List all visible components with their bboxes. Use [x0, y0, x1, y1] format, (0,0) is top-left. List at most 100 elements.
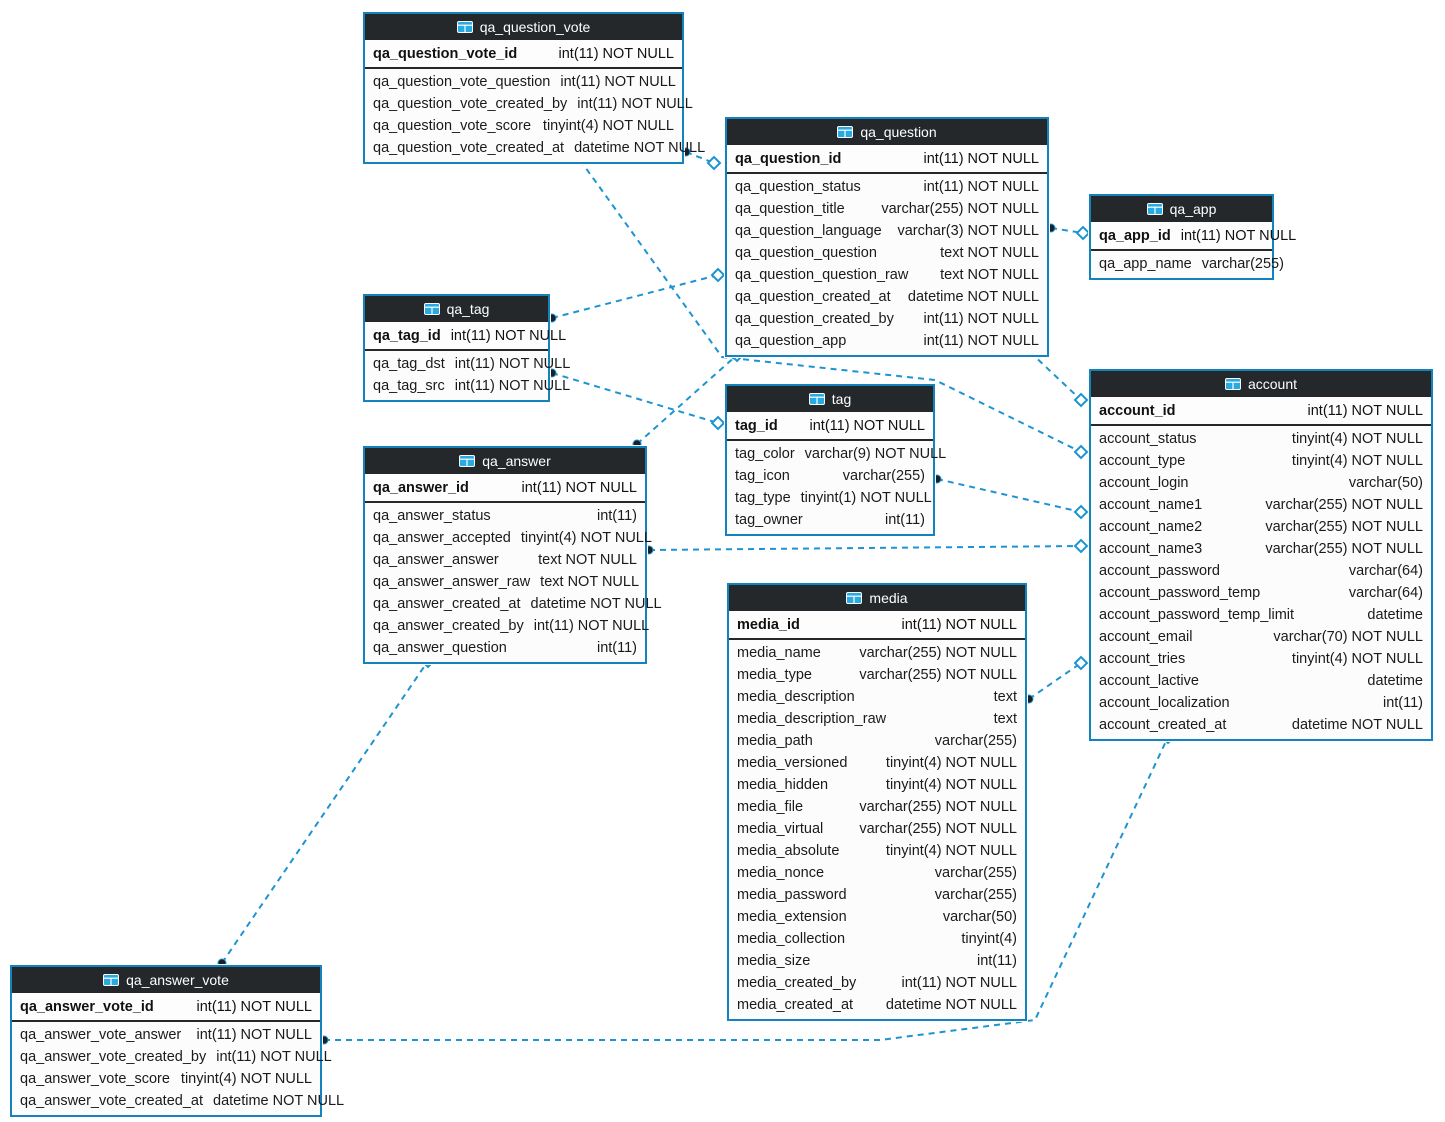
table-header[interactable]: qa_tag: [365, 296, 548, 322]
relationship-line[interactable]: [648, 545, 1082, 551]
relationship-tag-account[interactable]: [932, 474, 1089, 520]
relationship-qa_tag-qa_question[interactable]: [547, 267, 726, 323]
table-header[interactable]: qa_question_vote: [365, 14, 682, 40]
table-header[interactable]: qa_answer_vote: [12, 967, 320, 993]
relationship-line[interactable]: [1028, 662, 1082, 700]
relationship-line[interactable]: [324, 736, 1169, 1041]
table-header[interactable]: account: [1091, 371, 1431, 397]
relationship-line[interactable]: [551, 372, 719, 424]
table-header[interactable]: media: [729, 585, 1025, 611]
relationship-line[interactable]: [221, 660, 429, 964]
relationship-line[interactable]: [636, 354, 738, 445]
table-header[interactable]: qa_answer: [365, 448, 645, 474]
relationship-qa_tag-tag[interactable]: [547, 368, 726, 431]
relationship-qa_question-qa_app[interactable]: [1046, 223, 1091, 241]
relationship-line[interactable]: [936, 478, 1082, 513]
table-header[interactable]: tag: [727, 386, 933, 412]
relationship-media-account[interactable]: [1024, 655, 1089, 704]
relationship-qa_answer_vote-qa_answer[interactable]: [217, 653, 436, 968]
table-header[interactable]: qa_app: [1091, 196, 1272, 222]
relationship-qa_question_vote-qa_question[interactable]: [681, 147, 722, 171]
relationship-line[interactable]: [579, 159, 1082, 453]
